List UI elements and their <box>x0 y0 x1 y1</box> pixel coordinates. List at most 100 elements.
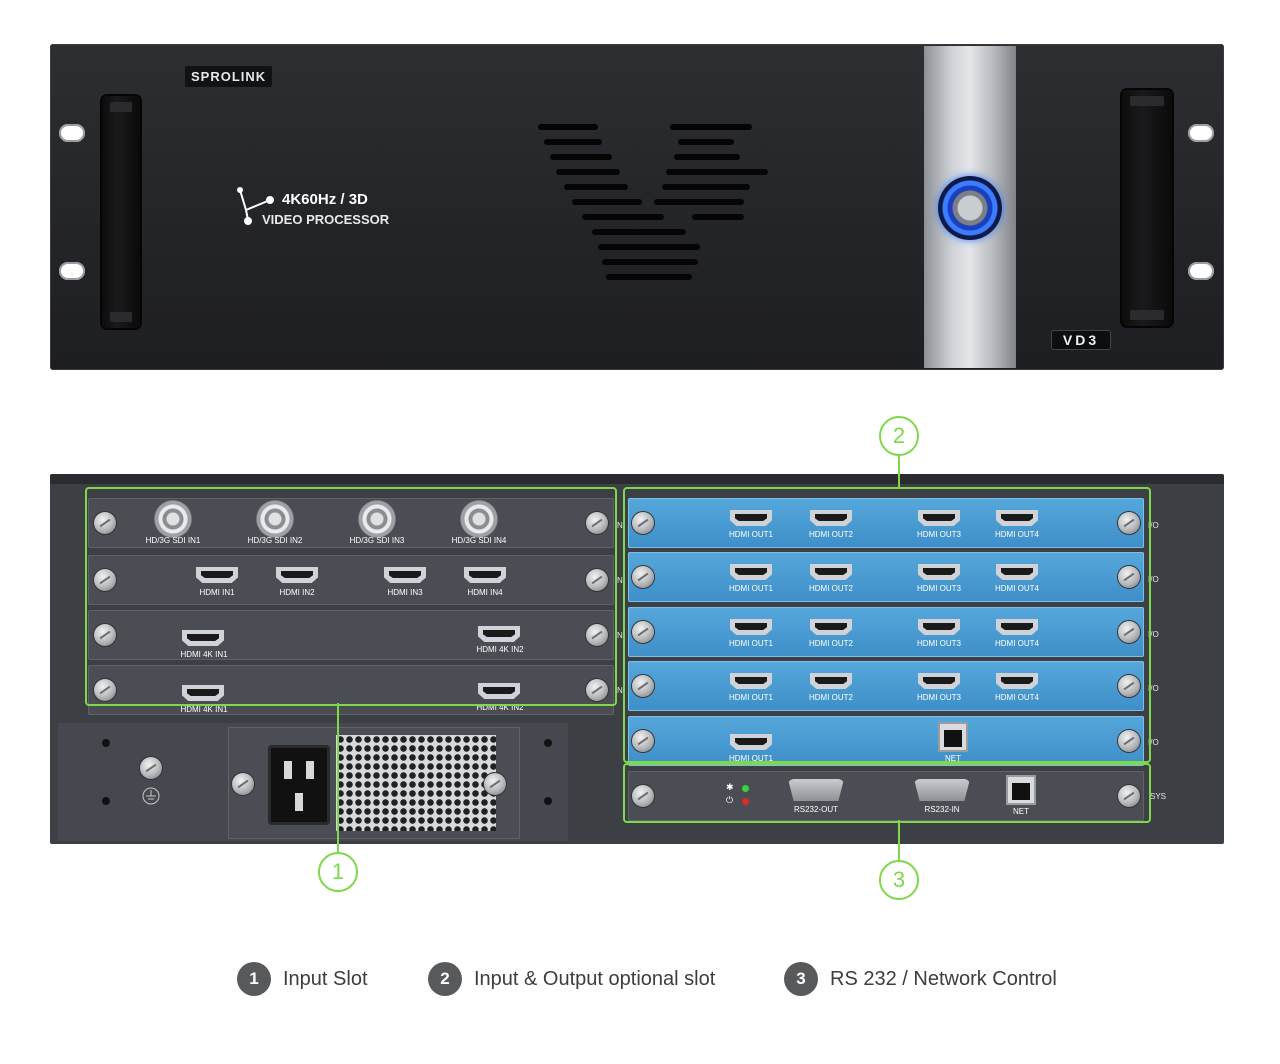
port-label: HDMI OUT4 <box>995 639 1039 648</box>
output-card-hdmi: HDMI OUT1 HDMI OUT2 HDMI OUT3 HDMI OUT4 <box>628 607 1144 657</box>
hdmi-port[interactable] <box>996 564 1038 580</box>
port-label: HD/3G SDI IN4 <box>451 536 507 545</box>
bnc-connector[interactable] <box>358 500 396 538</box>
hdmi-port[interactable] <box>478 626 520 642</box>
thumb-screw[interactable] <box>94 512 116 534</box>
callout-3: 3 <box>879 860 919 900</box>
hdmi-port[interactable] <box>730 564 772 580</box>
legend-item: 3 RS 232 / Network Control <box>784 961 1057 997</box>
hdmi-port[interactable] <box>464 567 506 583</box>
thumb-screw[interactable] <box>632 621 654 643</box>
port-label: HDMI OUT4 <box>995 584 1039 593</box>
port-label: HDMI OUT2 <box>809 530 853 539</box>
ac-power-inlet[interactable] <box>268 745 330 825</box>
legend-label: Input Slot <box>283 967 368 990</box>
hdmi-port[interactable] <box>918 564 960 580</box>
ethernet-port[interactable] <box>938 722 968 752</box>
port-label: HDMI OUT3 <box>917 639 961 648</box>
hdmi-port[interactable] <box>478 683 520 699</box>
slot-tag: I/O <box>1148 684 1159 693</box>
port-label: HDMI 4K IN2 <box>476 703 524 712</box>
model-subtitle: VIDEO PROCESSOR <box>262 212 390 227</box>
right-handle[interactable] <box>1122 90 1172 326</box>
network-node-icon <box>237 187 274 225</box>
port-label: RS232-IN <box>924 805 960 814</box>
hdmi-port[interactable] <box>810 673 852 689</box>
thumb-screw[interactable] <box>1118 675 1140 697</box>
hdmi-port[interactable] <box>810 564 852 580</box>
thumb-screw[interactable] <box>586 569 608 591</box>
slot-tag: N <box>617 631 623 640</box>
thumb-screw[interactable] <box>586 512 608 534</box>
input-card-sdi: HD/3G SDI IN1 HD/3G SDI IN2 HD/3G SDI IN… <box>88 498 614 548</box>
port-label: HDMI OUT2 <box>809 693 853 702</box>
rs232-out-port[interactable] <box>788 779 844 801</box>
power-button[interactable] <box>938 176 1002 240</box>
port-label: HDMI OUT1 <box>729 530 773 539</box>
thumb-screw[interactable] <box>1118 621 1140 643</box>
thumb-screw[interactable] <box>632 675 654 697</box>
hdmi-port[interactable] <box>730 619 772 635</box>
hdmi-port[interactable] <box>730 673 772 689</box>
bnc-connector[interactable] <box>256 500 294 538</box>
ethernet-port[interactable] <box>1006 775 1036 805</box>
ground-symbol-icon <box>142 787 160 805</box>
thumb-screw[interactable] <box>1118 730 1140 752</box>
port-label: HDMI 4K IN2 <box>476 645 524 654</box>
hdmi-port[interactable] <box>996 673 1038 689</box>
port-label: HDMI OUT1 <box>729 754 773 763</box>
thumb-screw[interactable] <box>94 569 116 591</box>
hdmi-port[interactable] <box>996 619 1038 635</box>
thumb-screw[interactable] <box>632 785 654 807</box>
hdmi-port[interactable] <box>996 510 1038 526</box>
thumb-screw[interactable] <box>586 679 608 701</box>
psu-fan-grill <box>336 735 496 831</box>
bnc-connector[interactable] <box>460 500 498 538</box>
bnc-connector[interactable] <box>154 500 192 538</box>
port-label: HD/3G SDI IN3 <box>349 536 405 545</box>
thumb-screw[interactable] <box>1118 512 1140 534</box>
slot-tag: N <box>617 521 623 530</box>
thumb-screw[interactable] <box>484 773 506 795</box>
thumb-screw[interactable] <box>586 624 608 646</box>
hdmi-port[interactable] <box>810 619 852 635</box>
legend-number: 3 <box>784 962 818 996</box>
slot-tag: N <box>617 686 623 695</box>
thumb-screw[interactable] <box>632 730 654 752</box>
callout-2: 2 <box>879 416 919 456</box>
hdmi-port[interactable] <box>182 630 224 646</box>
hdmi-port[interactable] <box>182 685 224 701</box>
legend-label: Input & Output optional slot <box>474 967 716 990</box>
legend-label: RS 232 / Network Control <box>830 967 1057 990</box>
hdmi-port[interactable] <box>918 673 960 689</box>
hdmi-port[interactable] <box>730 510 772 526</box>
hdmi-port[interactable] <box>196 567 238 583</box>
highlight-sys-slot <box>623 763 1151 823</box>
port-label: HDMI IN1 <box>199 588 235 597</box>
status-led-green <box>742 785 749 792</box>
hdmi-port[interactable] <box>276 567 318 583</box>
thumb-screw[interactable] <box>632 566 654 588</box>
power-led-red <box>742 798 749 805</box>
thumb-screw[interactable] <box>232 773 254 795</box>
left-handle[interactable] <box>102 96 140 328</box>
thumb-screw[interactable] <box>632 512 654 534</box>
rs232-in-port[interactable] <box>914 779 970 801</box>
thumb-screw[interactable] <box>94 679 116 701</box>
port-label: HDMI OUT2 <box>809 639 853 648</box>
output-card-hdmi: HDMI OUT1 HDMI OUT2 HDMI OUT3 HDMI OUT4 <box>628 552 1144 602</box>
ground-screw[interactable] <box>140 757 162 779</box>
slot-tag: SYS <box>1150 792 1167 801</box>
hdmi-port[interactable] <box>918 619 960 635</box>
hdmi-port[interactable] <box>384 567 426 583</box>
v-vent-grille <box>530 122 770 302</box>
highlight-input-slots <box>85 487 617 706</box>
hdmi-port[interactable] <box>810 510 852 526</box>
thumb-screw[interactable] <box>1118 785 1140 807</box>
hdmi-port[interactable] <box>918 510 960 526</box>
thumb-screw[interactable] <box>94 624 116 646</box>
callout-leader-line <box>898 455 900 487</box>
thumb-screw[interactable] <box>1118 566 1140 588</box>
hdmi-port[interactable] <box>730 734 772 750</box>
output-card-hdmi: HDMI OUT1 HDMI OUT2 HDMI OUT3 HDMI OUT4 <box>628 498 1144 548</box>
